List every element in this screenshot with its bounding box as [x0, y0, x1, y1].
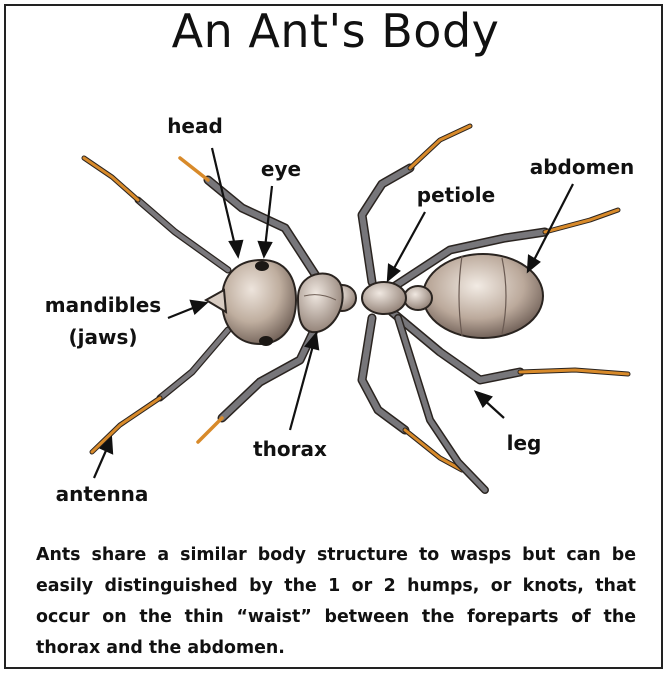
label-jaws: (jaws)	[68, 325, 137, 349]
label-petiole: petiole	[417, 183, 495, 207]
label-eye: eye	[261, 157, 301, 181]
petiole-node-1	[362, 282, 406, 314]
label-mandibles: mandibles	[45, 293, 161, 317]
label-thorax: thorax	[253, 437, 327, 461]
label-abdomen: abdomen	[530, 155, 635, 179]
diagram-caption: Ants share a similar body structure to w…	[36, 540, 636, 664]
abdomen-shape	[423, 254, 543, 338]
eye-upper	[255, 261, 269, 271]
ant-body	[206, 254, 543, 346]
antenna-upper	[84, 158, 228, 270]
petiole-node-2	[404, 286, 432, 310]
label-head: head	[167, 114, 223, 138]
eye-lower	[259, 336, 273, 346]
mandibles-shape	[206, 290, 226, 312]
label-antenna: antenna	[56, 482, 149, 506]
thorax-shape	[298, 274, 343, 333]
label-leg: leg	[507, 431, 542, 455]
head-shape	[222, 260, 296, 344]
